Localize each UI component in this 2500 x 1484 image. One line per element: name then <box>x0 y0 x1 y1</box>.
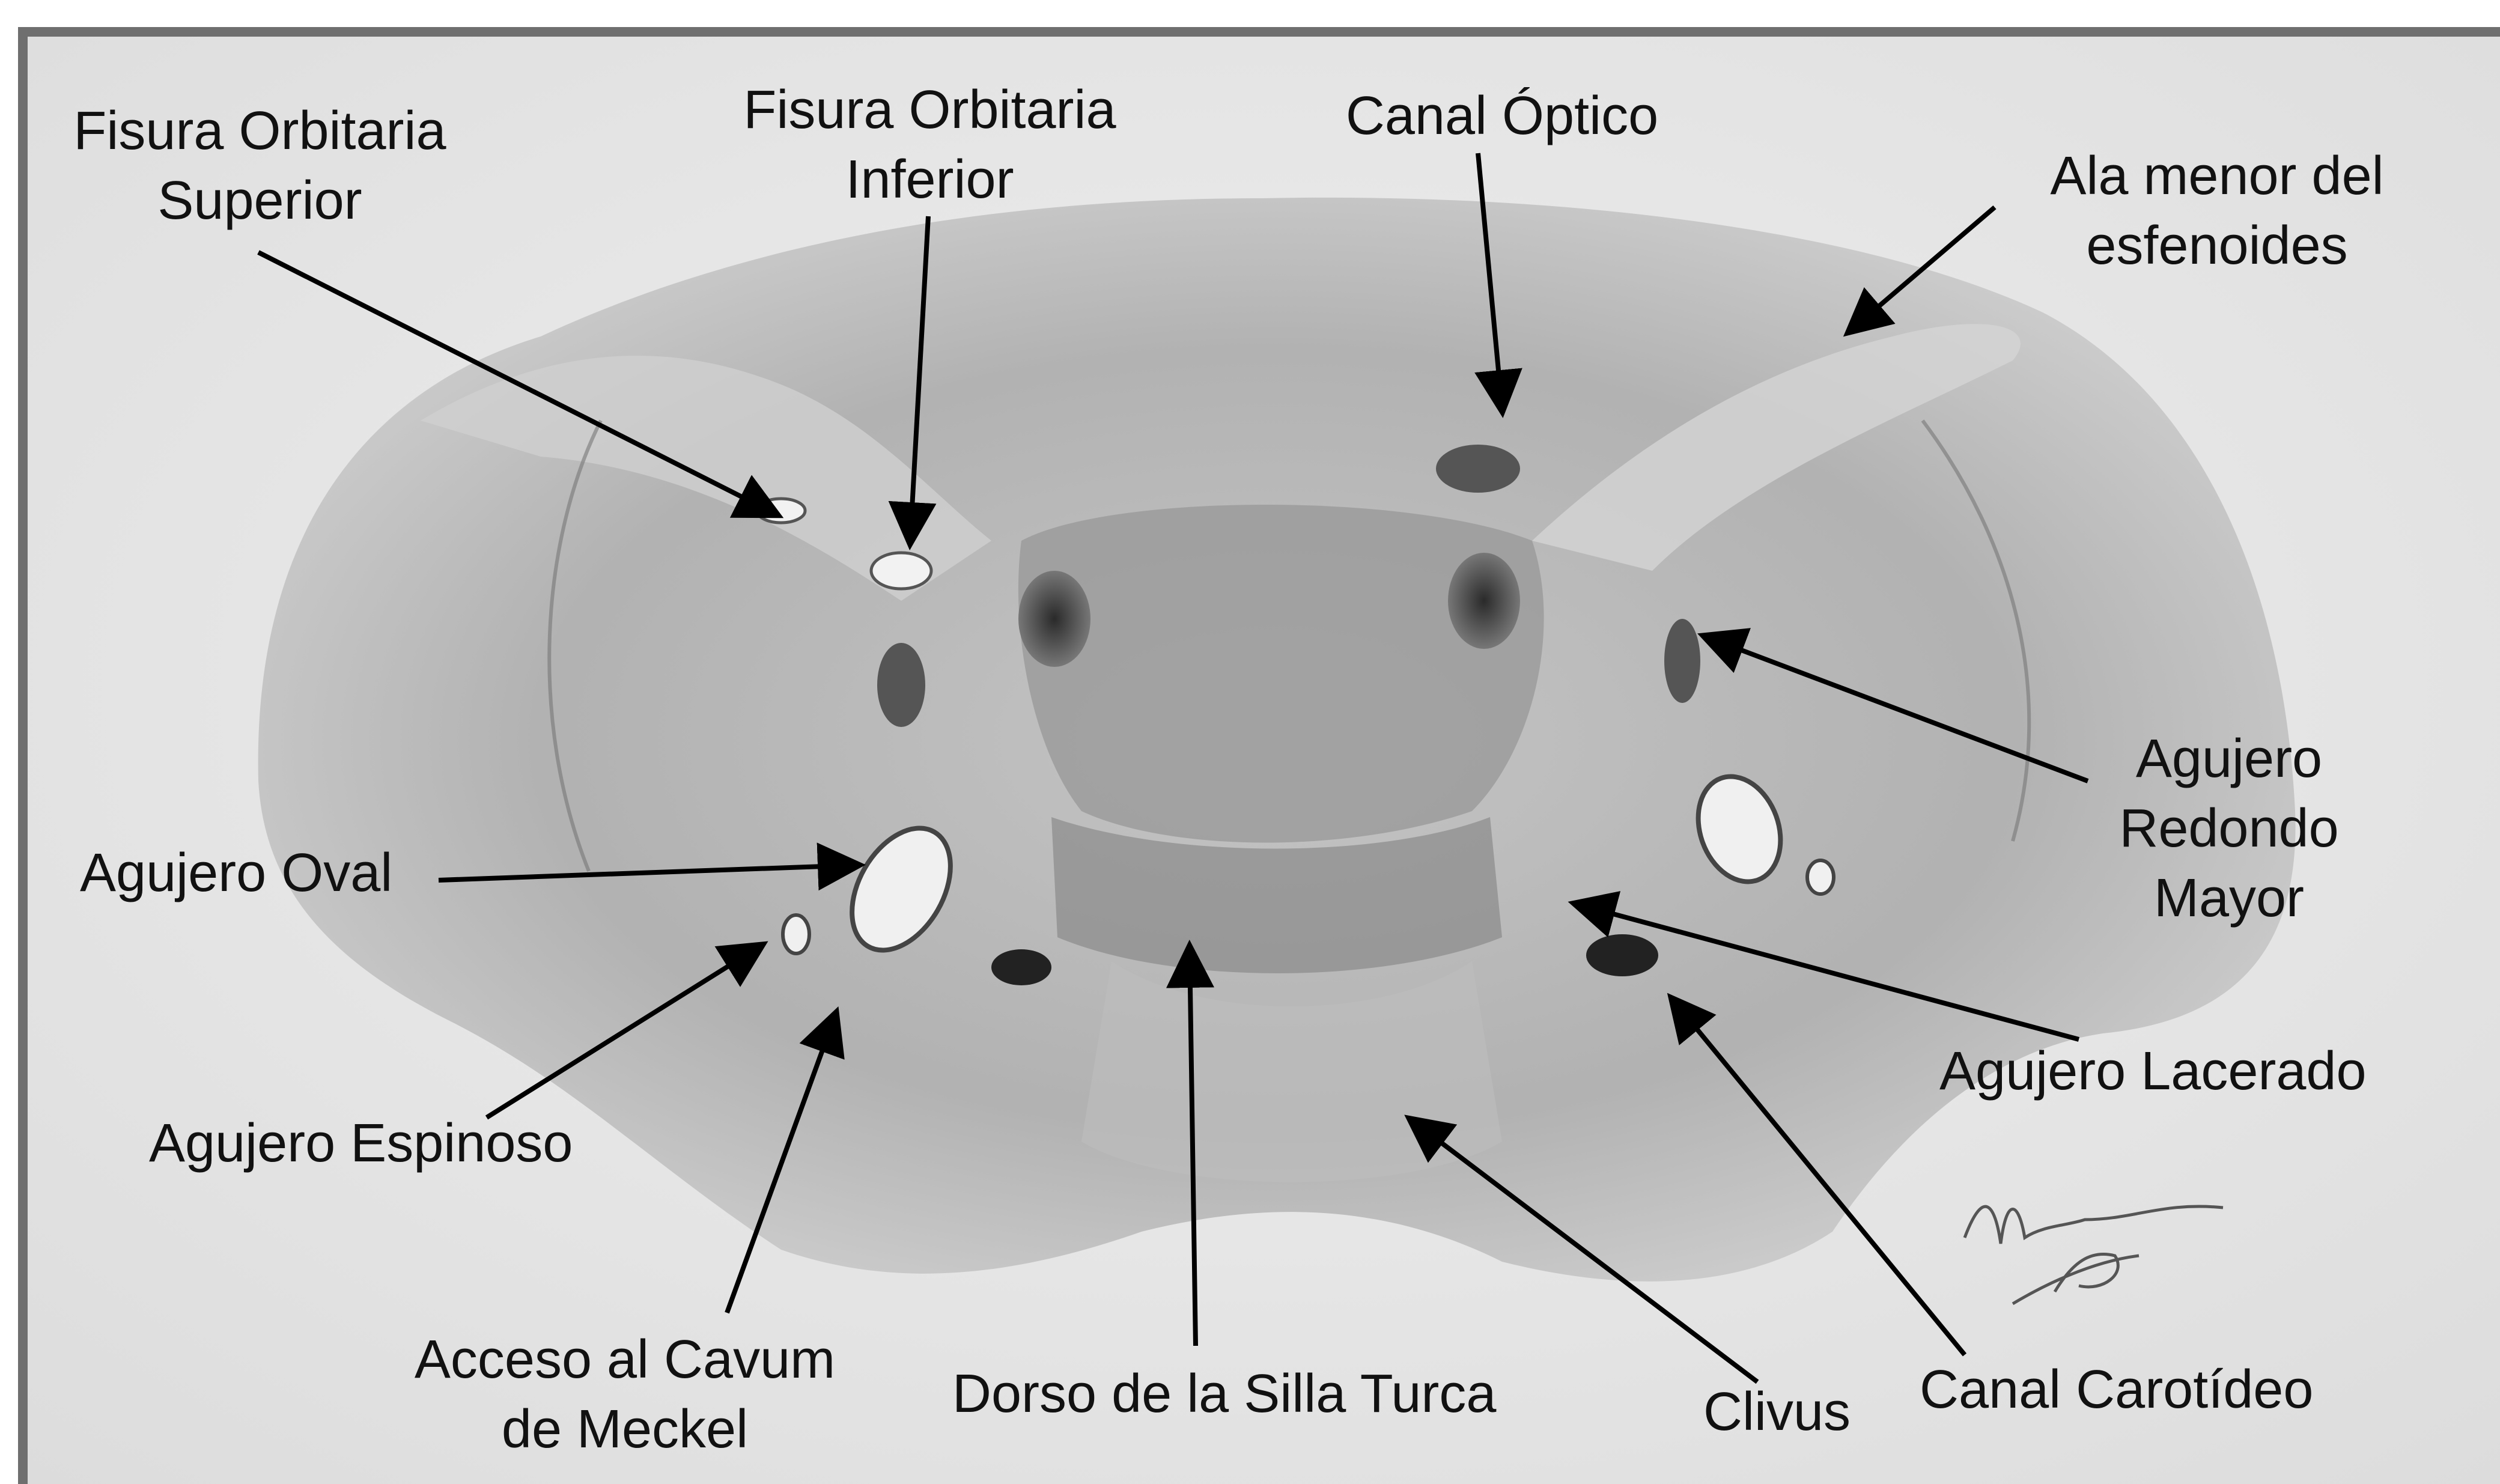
label-line: Canal Carotídeo <box>1920 1355 2313 1425</box>
label-line: Canal Óptico <box>1316 81 1688 151</box>
label-canal-optico: Canal Óptico <box>1316 81 1688 151</box>
label-line: Agujero <box>2085 724 2373 794</box>
label-line: Agujero Oval <box>80 838 392 908</box>
label-line: Agujero Lacerado <box>1939 1036 2367 1106</box>
label-line: Inferior <box>727 145 1133 214</box>
label-line: esfenoides <box>2025 211 2409 281</box>
label-ala-menor-esfenoides: Ala menor del esfenoides <box>2025 141 2409 281</box>
label-line: Redondo <box>2085 794 2373 863</box>
label-line: Mayor <box>2085 863 2373 933</box>
label-clivus: Clivus <box>1703 1377 1851 1447</box>
label-agujero-lacerado: Agujero Lacerado <box>1939 1036 2367 1106</box>
label-line: Fisura Orbitaria <box>727 75 1133 145</box>
label-line: Superior <box>57 166 463 236</box>
label-fisura-orbitaria-superior: Fisura Orbitaria Superior <box>57 96 463 236</box>
label-agujero-espinoso: Agujero Espinoso <box>149 1108 573 1178</box>
label-line: Clivus <box>1703 1377 1851 1447</box>
label-line: Agujero Espinoso <box>149 1108 573 1178</box>
label-line: de Meckel <box>373 1394 877 1464</box>
label-line: Dorso de la Silla Turca <box>952 1359 1496 1429</box>
label-agujero-oval: Agujero Oval <box>80 838 392 908</box>
label-agujero-redondo-mayor: Agujero Redondo Mayor <box>2085 724 2373 933</box>
label-fisura-orbitaria-inferior: Fisura Orbitaria Inferior <box>727 75 1133 214</box>
label-acceso-cavum-meckel: Acceso al Cavum de Meckel <box>373 1325 877 1464</box>
label-line: Acceso al Cavum <box>373 1325 877 1394</box>
label-dorso-silla-turca: Dorso de la Silla Turca <box>952 1359 1496 1429</box>
label-canal-carotideo: Canal Carotídeo <box>1920 1355 2313 1425</box>
label-line: Fisura Orbitaria <box>57 96 463 166</box>
label-line: Ala menor del <box>2025 141 2409 211</box>
